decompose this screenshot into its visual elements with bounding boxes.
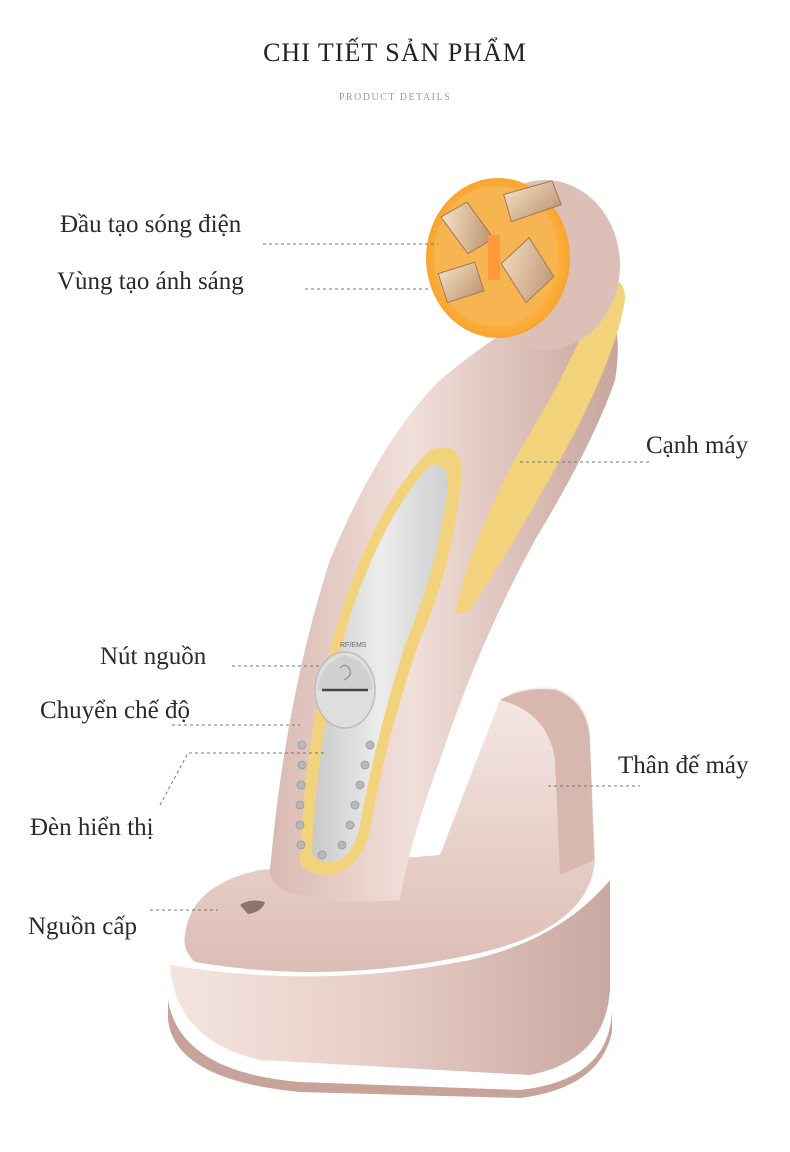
power-port: [240, 900, 265, 914]
gold-edge: [455, 282, 625, 615]
callout-light-zone: Vùng tạo ánh sáng: [57, 268, 244, 295]
callout-electrode-head: Đầu tạo sóng điện: [60, 211, 242, 238]
page-title: CHI TIẾT SẢN PHẨM: [263, 38, 527, 67]
callout-power-button: Nút nguồn: [100, 643, 207, 670]
callout-mode-switch: Chuyển chế độ: [40, 697, 190, 724]
base-body: [168, 687, 612, 1098]
page-subtitle: PRODUCT DETAILS: [338, 92, 452, 103]
callout-base-body: Thân đế máy: [618, 752, 749, 779]
callout-indicator-lights: Đèn hiển thị: [30, 814, 154, 841]
device-head: [426, 178, 620, 350]
front-panel: [312, 464, 448, 862]
device-handle: [270, 282, 625, 902]
callout-device-edge: Cạnh máy: [646, 432, 749, 459]
callout-power-supply: Nguồn cấp: [28, 913, 137, 940]
